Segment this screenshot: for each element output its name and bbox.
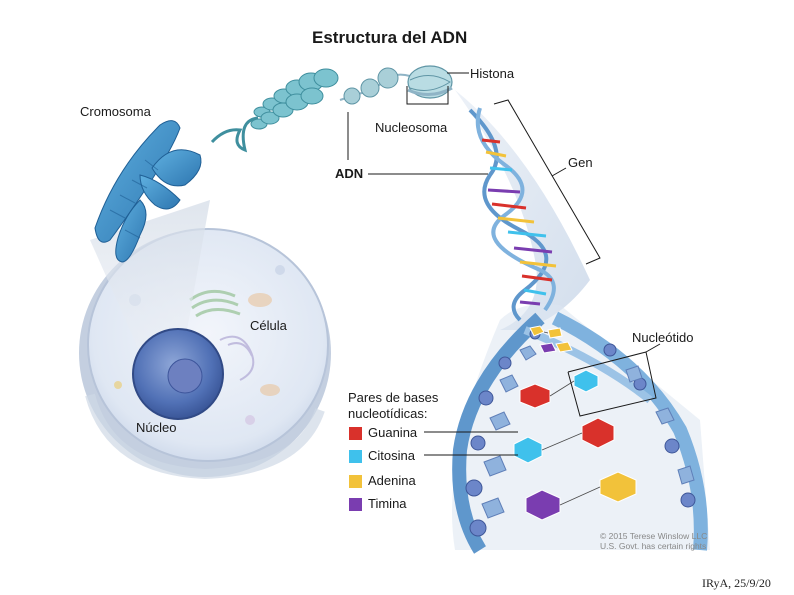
- nucleosomes: [339, 65, 453, 105]
- label-nucleo: Núcleo: [136, 420, 177, 435]
- helix-cone: [455, 90, 590, 330]
- leader-nucleosoma: [406, 86, 449, 105]
- legend-label-guanina: Guanina: [368, 425, 418, 440]
- legend-title: Pares de bases nucleotídicas:: [348, 390, 439, 421]
- bracket-gen: [493, 99, 601, 265]
- legend-label-citosina: Citosina: [368, 448, 415, 463]
- footer-credit: IRyA, 25/9/20: [702, 576, 771, 590]
- label-nucleosoma: Nucleosoma: [375, 120, 448, 135]
- mitochondrion: [248, 293, 272, 307]
- legend-label-adenina: Adenina: [368, 473, 416, 488]
- legend-swatch-adenina: [349, 475, 362, 488]
- copyright-line-2: U.S. Govt. has certain rights: [600, 541, 707, 551]
- dna-double-helix-upper: [468, 107, 557, 322]
- label-gen: Gen: [568, 155, 593, 170]
- mitochondrion: [260, 384, 280, 396]
- copyright-notice: © 2015 Terese Winslow LLC U.S. Govt. has…: [600, 531, 707, 551]
- diagram-title: Estructura del ADN: [312, 28, 468, 47]
- leader-nucleotido: [645, 343, 661, 353]
- chromosome: [94, 120, 202, 263]
- legend-label-timina: Timina: [368, 496, 407, 511]
- legend-swatch-guanina: [349, 427, 362, 440]
- label-celula: Célula: [250, 318, 287, 333]
- vesicle: [114, 381, 122, 389]
- chromatin-fiber: [210, 68, 339, 153]
- copyright-line-1: © 2015 Terese Winslow LLC: [600, 531, 708, 541]
- leader-gen: [551, 167, 567, 177]
- endoplasmic-reticulum: [219, 335, 255, 381]
- label-nucleotido: Nucleótido: [632, 330, 694, 345]
- dna-double-helix-lower: [452, 311, 708, 554]
- label-cromosoma: Cromosoma: [80, 104, 151, 119]
- legend-swatch-timina: [349, 498, 362, 511]
- label-histona: Histona: [470, 66, 515, 81]
- nucleus: [132, 328, 224, 420]
- leader-lines: [347, 72, 661, 456]
- legend-swatch-citosina: [349, 450, 362, 463]
- golgi-apparatus: [189, 289, 241, 318]
- vesicle: [275, 265, 285, 275]
- label-adn: ADN: [335, 166, 364, 181]
- vesicle: [245, 415, 255, 425]
- lower-helix-cone: [452, 304, 710, 550]
- box-nucleotido: [567, 351, 657, 417]
